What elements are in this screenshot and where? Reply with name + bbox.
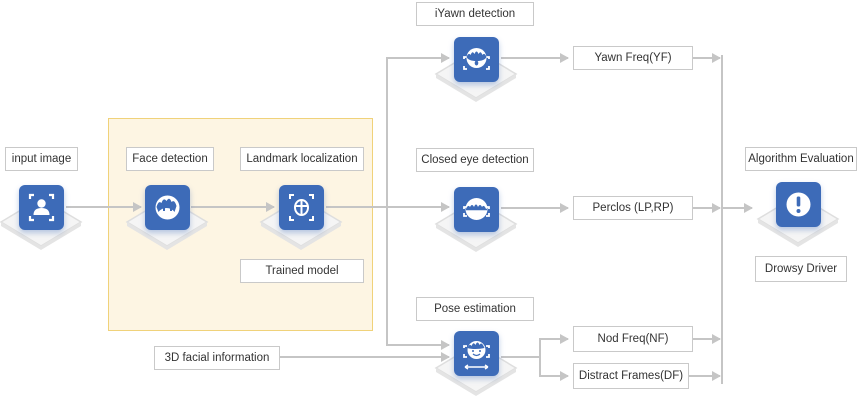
perclos-label: Perclos (LP,RP) (573, 196, 693, 220)
input-image-node[interactable] (0, 180, 86, 256)
distract-frames-label: Distract Frames(DF) (573, 363, 689, 389)
edge-landmark-yawn (386, 53, 450, 207)
nod-freq-label: Nod Freq(NF) (573, 326, 693, 352)
edge-pose-split (501, 334, 569, 358)
yawn-face-icon (463, 48, 490, 70)
3d-facial-information-label: 3D facial information (154, 346, 280, 370)
trained-model-label: Trained model (240, 259, 364, 283)
edge-pose-df (539, 357, 569, 381)
algorithm-evaluation-label: Algorithm Evaluation (745, 147, 857, 171)
closed-eye-detection-label: Closed eye detection (416, 148, 534, 172)
user-scan-icon (28, 193, 55, 222)
algorithm-evaluation-node[interactable] (753, 177, 843, 253)
input-image-label: input image (5, 147, 78, 171)
closed-eye-icon (463, 198, 490, 220)
yawn-detection-node[interactable] (431, 32, 521, 108)
landmark-localization-label: Landmark localization (240, 147, 364, 171)
face-detection-node[interactable] (122, 180, 212, 256)
drowsy-driver-label: Drowsy Driver (755, 256, 847, 282)
yawn-detection-label: iYawn detection (416, 2, 534, 26)
face-icon (155, 195, 180, 220)
face-detection-label: Face detection (126, 147, 214, 171)
edge-landmark-pose (386, 207, 450, 350)
globe-scan-icon (289, 194, 314, 221)
yawn-freq-label: Yawn Freq(YF) (573, 46, 693, 70)
alert-icon (786, 192, 811, 217)
closed-eye-detection-node[interactable] (431, 182, 521, 258)
pose-estimation-label: Pose estimation (416, 297, 534, 321)
landmark-localization-node[interactable] (256, 180, 346, 256)
pose-face-icon (463, 341, 490, 370)
pose-estimation-node[interactable] (431, 326, 521, 402)
